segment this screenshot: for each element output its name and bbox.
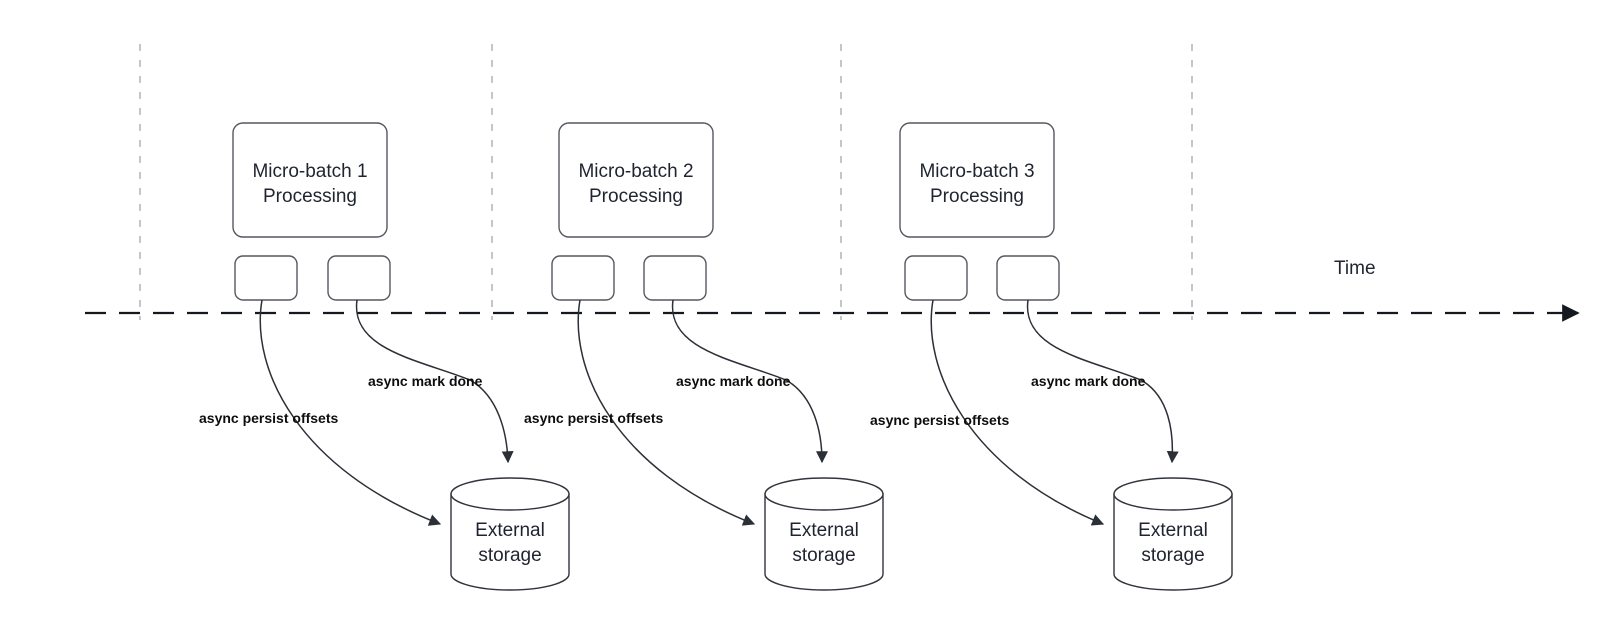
storage-label-line2-3: storage [1141, 545, 1204, 566]
micro-batch-box-1[interactable] [232, 122, 388, 238]
persist-offsets-edge-2 [577, 299, 756, 526]
mark-done-edge-1 [355, 299, 514, 464]
task-box-persist-3[interactable] [904, 255, 968, 301]
micro-batch-label-line1-2: Micro-batch 2 [578, 161, 693, 182]
storage-label-line1-1: External [475, 520, 545, 541]
task-box-mark-3[interactable] [996, 255, 1060, 301]
mark-done-edge-label-1: async mark done [368, 373, 483, 389]
micro-batch-label-line2-3: Processing [930, 186, 1024, 207]
storage-cylinder-body-1[interactable] [450, 493, 570, 591]
micro-batch-box-2[interactable] [558, 122, 714, 238]
persist-offsets-edge-label-3: async persist offsets [870, 412, 1009, 428]
micro-batch-label-line1-3: Micro-batch 3 [919, 161, 1034, 182]
storage-label-line2-2: storage [792, 545, 855, 566]
timeline-axis-layer: Time [85, 258, 1580, 322]
task-box-persist-2[interactable] [551, 255, 615, 301]
storage-cylinder-top-3 [1113, 477, 1233, 511]
persist-offsets-edge-3 [930, 299, 1105, 526]
mark-done-edge-3 [1026, 299, 1179, 464]
task-box-mark-1[interactable] [327, 255, 391, 301]
mark-done-edge-2 [671, 299, 828, 464]
persist-offsets-edge-1 [259, 299, 442, 526]
storage-cylinder-body-3[interactable] [1113, 493, 1233, 591]
persist-offsets-edge-label-2: async persist offsets [524, 410, 663, 426]
task-box-persist-1[interactable] [234, 255, 298, 301]
micro-batch-label-line1-1: Micro-batch 1 [252, 161, 367, 182]
storage-cylinder-top-2 [764, 477, 884, 511]
storage-label-line1-2: External [789, 520, 859, 541]
micro-batch-label-line2-1: Processing [263, 186, 357, 207]
micro-batch-label-line2-2: Processing [589, 186, 683, 207]
tick-lines-layer [139, 44, 1193, 320]
persist-offsets-edge-label-1: async persist offsets [199, 410, 338, 426]
storage-cylinder-body-2[interactable] [764, 493, 884, 591]
micro-batch-box-3[interactable] [899, 122, 1055, 238]
storage-label-line2-1: storage [478, 545, 541, 566]
time-axis-label: Time [1334, 258, 1376, 279]
mark-done-edge-label-2: async mark done [676, 373, 791, 389]
storage-cylinder-top-1 [450, 477, 570, 511]
mark-done-edge-label-3: async mark done [1031, 373, 1146, 389]
storage-label-line1-3: External [1138, 520, 1208, 541]
task-box-mark-2[interactable] [643, 255, 707, 301]
